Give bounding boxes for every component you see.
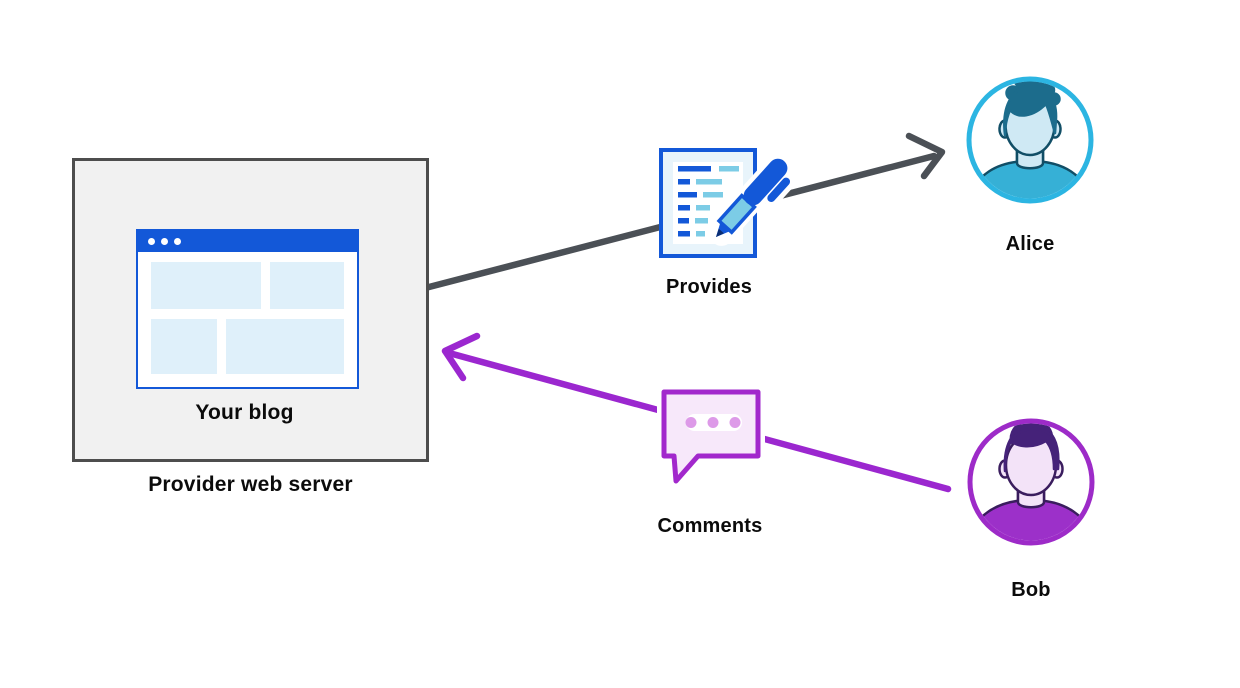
provider-web-server-box <box>72 158 429 462</box>
your-blog-label: Your blog <box>195 401 294 424</box>
provider-web-server-label: Provider web server <box>148 473 353 496</box>
comments-label: Comments <box>657 515 763 537</box>
content-block <box>151 262 261 309</box>
provides-arrowhead-icon <box>905 132 946 180</box>
bob-label: Bob <box>1011 579 1051 601</box>
comments-bubble-icon <box>657 386 765 488</box>
avatar-ring <box>966 76 1094 204</box>
window-controls-icon <box>174 238 181 245</box>
alice-avatar <box>966 76 1094 204</box>
content-block <box>151 319 217 374</box>
provides-document-icon <box>659 148 795 258</box>
blog-browser-illustration <box>136 229 359 389</box>
browser-content-blocks <box>151 262 344 374</box>
alice-label: Alice <box>1005 233 1055 255</box>
window-controls-icon <box>148 238 155 245</box>
content-block <box>225 319 344 374</box>
hair <box>1003 423 1060 473</box>
comments-arrowhead-icon <box>441 332 481 382</box>
content-block <box>269 262 344 309</box>
provides-label: Provides <box>665 276 753 298</box>
typing-dots-icon <box>685 417 741 428</box>
window-controls-icon <box>161 238 168 245</box>
document-text-lines <box>678 166 739 237</box>
avatar-ring <box>967 418 1095 546</box>
browser-titlebar <box>138 231 357 252</box>
bob-avatar <box>967 418 1095 546</box>
pen-icon <box>706 153 795 246</box>
